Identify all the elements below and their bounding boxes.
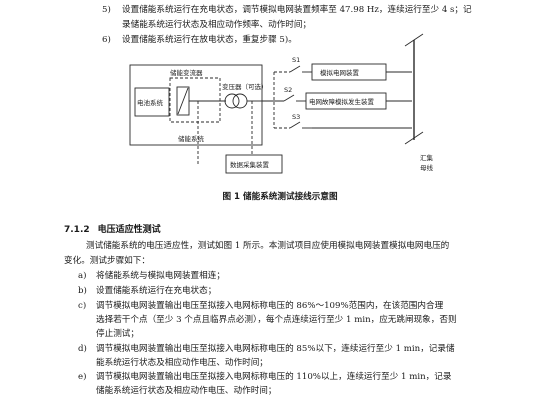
intro-line-2: 变化。测试步骤如下： xyxy=(64,256,150,266)
step-c-line-3: 停止测试； xyxy=(96,329,139,339)
step-d-number: d) xyxy=(78,344,87,354)
data-acquisition-box xyxy=(225,154,283,174)
section-heading: 7.1.2 电压适应性测试 xyxy=(64,222,161,235)
data-acquisition-label: 数据采集装置 xyxy=(230,160,270,169)
switch-s2-label: S2 xyxy=(284,86,292,94)
busbar-label-1: 汇集 xyxy=(420,153,434,162)
step-d-line-2: 能系统运行状态及相应动作电压、动作时间； xyxy=(96,358,268,368)
section-number: 7.1.2 xyxy=(64,225,90,235)
step-a-number: a) xyxy=(78,271,87,281)
item-6-number: 6) xyxy=(102,35,111,45)
battery-system-label: 电池系统 xyxy=(137,98,164,107)
converter-dashed-box xyxy=(169,77,221,123)
transformer-label: 变压器（可选） xyxy=(222,82,268,91)
storage-system-label: 储能系统 xyxy=(178,134,205,143)
step-c-line-2: 选择若干个点（至少 3 个点且临界点必测），每个点连续运行至少 1 min，应无… xyxy=(96,315,457,325)
step-c-line-1: 调节模拟电网装置输出电压至拟接入电网标称电压的 86%～109%范围内，在该范围… xyxy=(96,301,444,311)
item-6-line-1: 设置储能系统运行在放电状态，重复步骤 5)。 xyxy=(122,35,297,45)
step-e-number: e) xyxy=(78,372,87,382)
busbar-label-2: 母线 xyxy=(420,163,434,172)
grid-simulator-label: 模拟电网装置 xyxy=(320,68,360,77)
transformer-coil-1 xyxy=(224,93,240,109)
step-b-number: b) xyxy=(78,286,87,296)
section-title: 电压适应性测试 xyxy=(97,225,161,235)
item-5-number: 5) xyxy=(102,5,111,15)
grid-fault-simulator-label: 电网故障模拟发生装置 xyxy=(309,97,375,106)
storage-system-box xyxy=(129,64,263,146)
storage-converter-label: 储能变流器 xyxy=(170,68,203,77)
intro-line-1: 测试储能系统的电压适应性，测试如图 1 所示。本测试项目应使用模拟电网装置模拟电… xyxy=(86,241,450,251)
switch-s1-label: S1 xyxy=(292,56,300,64)
item-5-line-2: 录储能系统运行状态及相应动作频率、动作时间； xyxy=(122,20,312,30)
switch-s3-label: S3 xyxy=(292,113,300,121)
step-e-line-1: 调节模拟电网装置输出电压至拟接入电网标称电压的 110%以上，连续运行至少 1 … xyxy=(96,372,452,382)
step-d-line-1: 调节模拟电网装置输出电压至拟接入电网标称电压的 85%以下，连续运行至少 1 m… xyxy=(96,344,455,354)
transformer-coil-2 xyxy=(232,93,248,109)
figure-caption: 图 1 储能系统测试接线示意图 xyxy=(222,192,338,202)
step-c-number: c) xyxy=(78,301,87,311)
step-b-line-1: 设置储能系统运行在充电状态； xyxy=(96,286,217,296)
step-e-line-2: 储能系统运行状态及相应动作电压、动作时间； xyxy=(96,386,277,396)
step-a-line-1: 将储能系统与模拟电网装置相连； xyxy=(96,271,225,281)
battery-box xyxy=(134,87,170,117)
item-5-line-1: 设置储能系统运行在充电状态，调节模拟电网装置频率至 47.98 Hz，连续运行至… xyxy=(122,5,472,15)
